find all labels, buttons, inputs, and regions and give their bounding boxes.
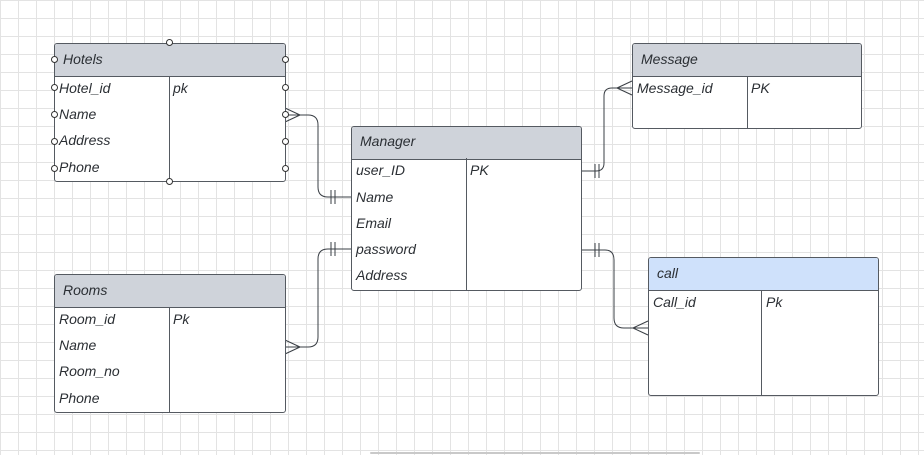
one-mark-manager-password xyxy=(330,242,336,256)
entity-hotels[interactable]: Hotels pk Hotel_id Name Address Phone xyxy=(54,43,286,182)
resize-handle[interactable] xyxy=(166,39,173,46)
entity-manager-key-label: PK xyxy=(470,162,489,178)
resize-handle[interactable] xyxy=(51,111,58,118)
entity-hotels-key-label: pk xyxy=(173,80,188,96)
entity-rooms-field: Phone xyxy=(59,390,100,406)
resize-handle[interactable] xyxy=(282,111,289,118)
entity-hotels-field: Phone xyxy=(59,159,100,175)
resize-handle[interactable] xyxy=(51,138,58,145)
crow-foot-message xyxy=(616,80,633,96)
entity-manager-field: user_ID xyxy=(356,162,406,178)
crow-foot-call xyxy=(632,320,649,336)
entity-manager-field: password xyxy=(356,241,416,257)
entity-hotels-field: Address xyxy=(59,132,111,148)
resize-handle[interactable] xyxy=(282,56,289,63)
column-divider xyxy=(761,291,762,395)
resize-handle[interactable] xyxy=(51,84,58,91)
resize-handle[interactable] xyxy=(166,178,173,185)
crow-foot-hotels xyxy=(284,107,301,123)
entity-call[interactable]: call Call_id Pk xyxy=(648,257,879,396)
entity-call-title: call xyxy=(649,258,878,291)
column-divider xyxy=(169,77,170,181)
one-mark-manager-userid xyxy=(594,164,600,178)
entity-manager-title: Manager xyxy=(352,127,581,160)
column-divider xyxy=(466,158,467,290)
entity-rooms[interactable]: Rooms Pk Room_id Name Room_no Phone xyxy=(54,274,286,413)
crow-foot-rooms xyxy=(284,339,301,355)
connector-manager-call[interactable] xyxy=(581,249,648,329)
resize-handle[interactable] xyxy=(282,138,289,145)
one-mark-manager-name xyxy=(330,190,336,204)
entity-hotels-field: Hotel_id xyxy=(59,80,111,96)
one-mark-manager-address xyxy=(594,243,600,257)
entity-rooms-key-label: Pk xyxy=(173,311,190,327)
entity-message-key-label: PK xyxy=(751,80,770,96)
entity-manager-field: Email xyxy=(356,215,392,231)
entity-manager-field: Name xyxy=(356,189,394,205)
column-divider xyxy=(747,77,748,128)
resize-handle[interactable] xyxy=(51,56,58,63)
entity-call-key-label: Pk xyxy=(766,294,783,310)
entity-call-field: Call_id xyxy=(653,294,696,310)
entity-message-field: Message_id xyxy=(637,80,713,96)
connector-rooms-manager[interactable] xyxy=(285,248,351,348)
entity-manager[interactable]: Manager PK user_ID Name Email password A… xyxy=(351,126,582,291)
entity-manager-field: Address xyxy=(356,267,408,283)
connector-manager-message[interactable] xyxy=(581,87,632,172)
column-divider xyxy=(169,308,170,412)
resize-handle[interactable] xyxy=(282,84,289,91)
entity-message[interactable]: Message Message_id PK xyxy=(632,43,862,129)
entity-rooms-title: Rooms xyxy=(55,275,285,308)
entity-hotels-title: Hotels xyxy=(55,44,285,77)
resize-handle[interactable] xyxy=(282,165,289,172)
entity-message-title: Message xyxy=(633,44,861,77)
connector-hotels-manager[interactable] xyxy=(285,114,351,198)
resize-handle[interactable] xyxy=(51,165,58,172)
horizontal-scrollbar[interactable] xyxy=(370,452,700,454)
entity-rooms-field: Room_no xyxy=(59,363,120,379)
entity-rooms-field: Room_id xyxy=(59,311,116,327)
entity-hotels-field: Name xyxy=(59,106,97,122)
entity-rooms-field: Name xyxy=(59,337,97,353)
